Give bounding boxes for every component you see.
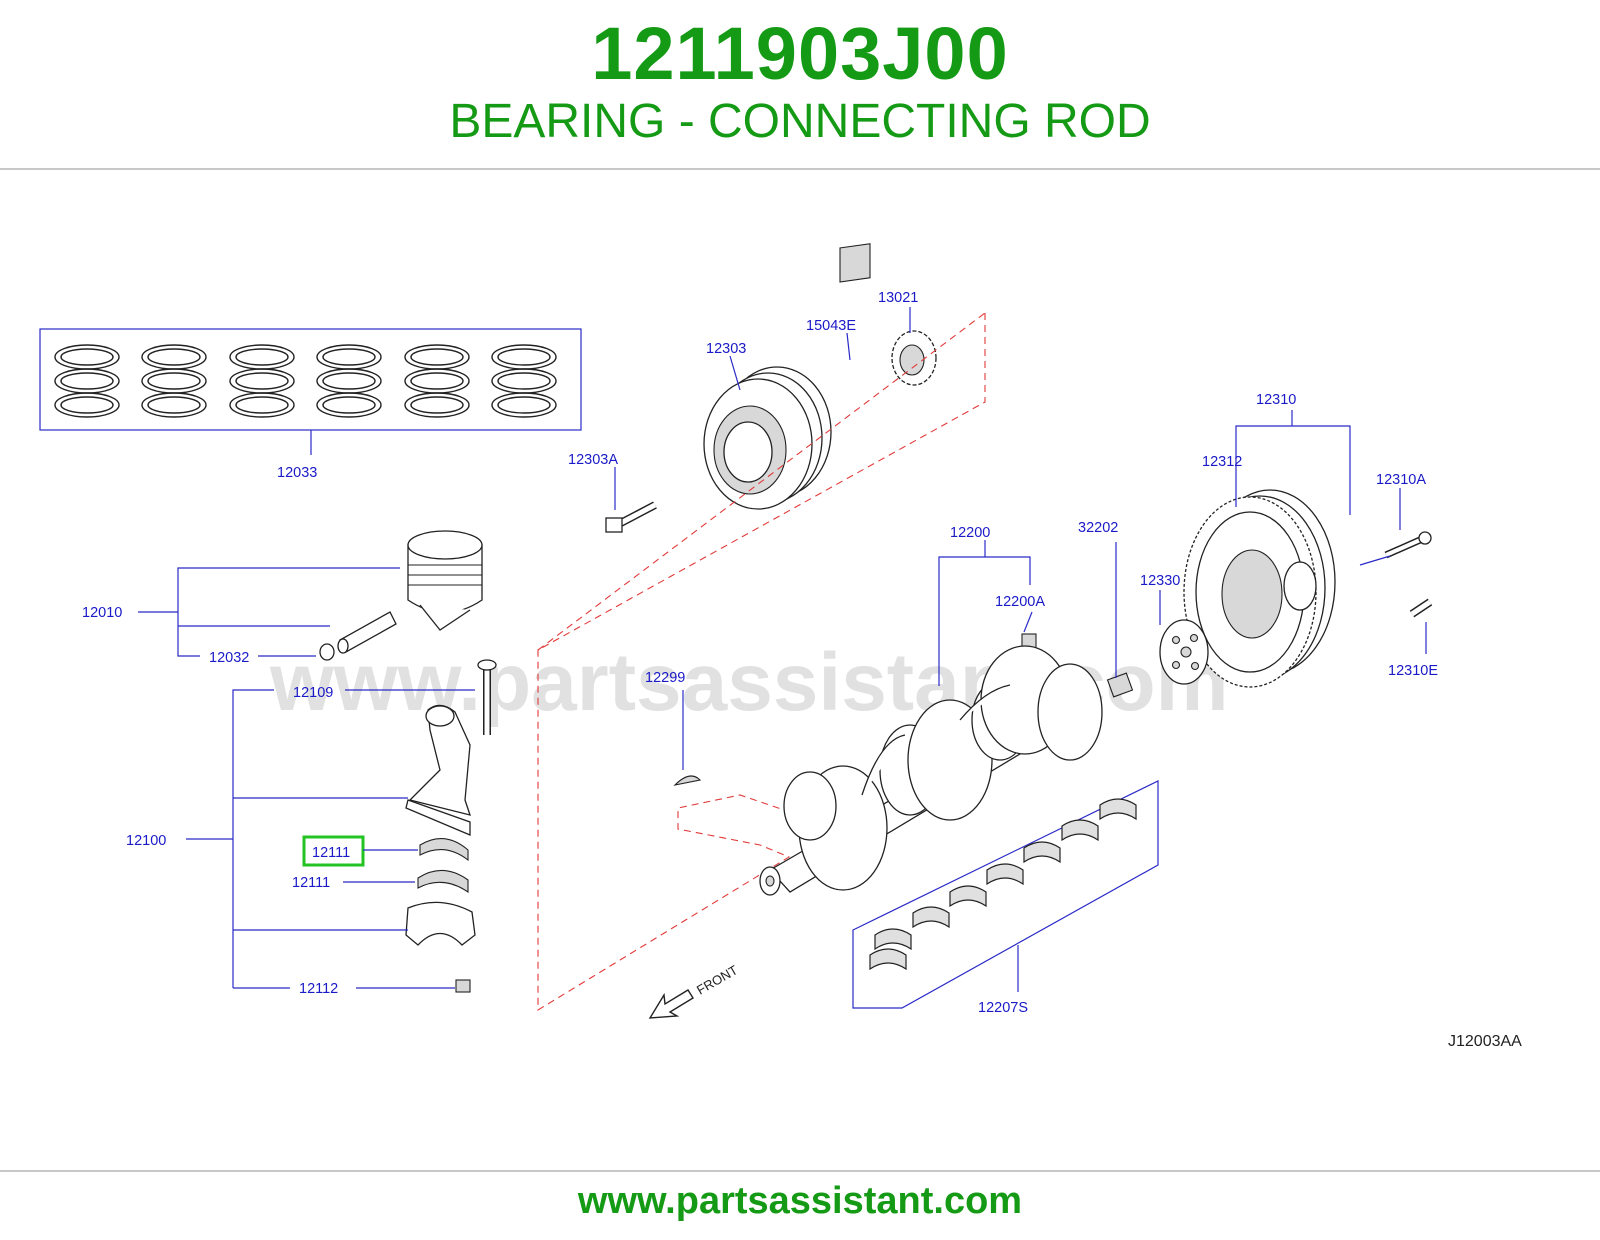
piston-ring-set [54, 344, 557, 418]
label-12312[interactable]: 12312 [1202, 454, 1242, 470]
flywheel-bolt [1384, 531, 1432, 559]
label-12010[interactable]: 12010 [82, 605, 122, 621]
header-divider [0, 168, 1600, 170]
label-32202[interactable]: 32202 [1078, 520, 1118, 536]
label-12310E[interactable]: 12310E [1388, 663, 1438, 679]
piston [407, 530, 483, 631]
label-12330[interactable]: 12330 [1140, 573, 1180, 589]
rod-nut [455, 979, 471, 993]
rod-bolt [477, 659, 497, 735]
label-12111-highlighted[interactable]: 12111 [312, 845, 350, 861]
pilot-bushing [1106, 672, 1134, 698]
main-bearing-set [869, 798, 1137, 971]
piston-ring-box [39, 328, 582, 431]
front-label: FRONT [694, 962, 740, 997]
front-arrow-icon [648, 989, 694, 1019]
label-12109[interactable]: 12109 [293, 685, 333, 701]
part-name-subtitle: BEARING - CONNECTING ROD [449, 95, 1151, 148]
label-12032[interactable]: 12032 [209, 650, 249, 666]
exploded-view-svg: www.partsassistant.com 12033 12303 15043… [39, 243, 1522, 1050]
crank-sprocket [891, 330, 937, 386]
crank-pulley [703, 366, 832, 510]
parts-diagram: www.partsassistant.com 12033 12303 15043… [0, 170, 1600, 1170]
label-12310A[interactable]: 12310A [1376, 472, 1426, 488]
pulley-bolt [605, 501, 657, 533]
label-12033[interactable]: 12033 [277, 465, 317, 481]
woodruff-key [673, 775, 702, 786]
pin-snap-ring [319, 643, 335, 661]
label-13021[interactable]: 13021 [878, 290, 918, 306]
piston-pin [337, 611, 397, 654]
label-12111[interactable]: 12111 [292, 875, 330, 891]
highlight-box [302, 835, 365, 867]
label-12200[interactable]: 12200 [950, 525, 990, 541]
footer-url-link[interactable]: www.partsassistant.com [577, 1180, 1023, 1222]
diagram-code: J12003AA [1448, 1033, 1522, 1050]
label-15043E[interactable]: 15043E [806, 318, 856, 334]
rod-bearing-upper [419, 838, 469, 862]
label-12303A[interactable]: 12303A [568, 452, 618, 468]
rod-cap [405, 901, 476, 946]
footer-divider [0, 1170, 1600, 1172]
flywheel-dowel [1409, 598, 1433, 618]
label-12299[interactable]: 12299 [645, 670, 685, 686]
label-12200A[interactable]: 12200A [995, 594, 1045, 610]
header: 1211903J00 BEARING - CONNECTING ROD [0, 0, 1600, 168]
flywheel [1183, 489, 1336, 688]
part-number-title: 1211903J00 [591, 12, 1009, 95]
connecting-rod [405, 704, 471, 836]
label-12112[interactable]: 12112 [299, 981, 338, 997]
spacer-15043e [839, 243, 871, 283]
rod-bearing-lower [417, 869, 469, 894]
drive-plate [1159, 619, 1209, 685]
label-12310[interactable]: 12310 [1256, 392, 1296, 408]
label-12100[interactable]: 12100 [126, 833, 166, 849]
label-12303[interactable]: 12303 [706, 341, 746, 357]
crankshaft [759, 645, 1103, 896]
label-12207S[interactable]: 12207S [978, 1000, 1028, 1016]
assembly-outline [537, 313, 986, 1011]
